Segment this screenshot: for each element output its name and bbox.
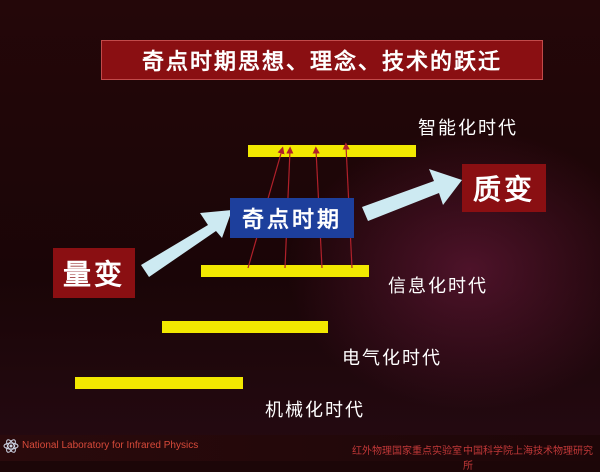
footer-lab-name: National Laboratory for Infrared Physics	[22, 440, 199, 451]
right-arrow-icon	[362, 169, 462, 221]
quantitative-change-box: 量变	[53, 248, 135, 298]
era-bar-electric	[162, 321, 328, 333]
era-bar-information	[201, 265, 369, 277]
footer-key-lab: 红外物理国家重点实验室	[352, 446, 462, 457]
singularity-box: 奇点时期	[230, 198, 354, 238]
right-arrow-icon	[141, 210, 232, 277]
slide-title: 奇点时期思想、理念、技术的跃迁	[141, 50, 502, 75]
era-label-mechanical: 机械化时代	[265, 400, 365, 421]
era-bar-mechanical	[75, 377, 243, 389]
atom-logo-icon	[3, 439, 19, 453]
era-label-information: 信息化时代	[388, 276, 488, 297]
footer-bar	[0, 435, 600, 461]
era-label-intelligent: 智能化时代	[418, 118, 518, 139]
qualitative-change-box: 质变	[462, 164, 546, 212]
footer-institute: 中国科学院上海技术物理研究所	[463, 446, 593, 472]
era-label-electric: 电气化时代	[342, 348, 442, 369]
title-box: 奇点时期思想、理念、技术的跃迁	[101, 40, 543, 80]
